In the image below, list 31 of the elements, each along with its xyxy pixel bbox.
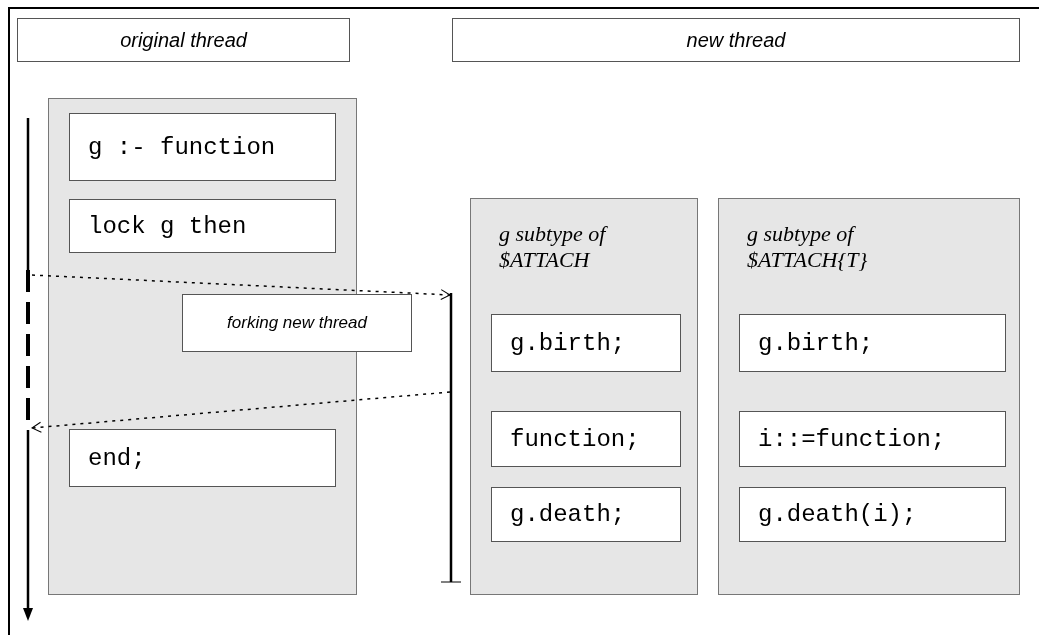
code-text: g.death(i); <box>758 501 917 528</box>
code-box <box>69 199 336 253</box>
code-box <box>69 429 336 487</box>
dotted-arrow <box>31 391 451 433</box>
code-text: end; <box>88 444 146 472</box>
code-box <box>491 487 681 542</box>
header-text: original thread <box>120 28 247 52</box>
panel-heading: g subtype of $ATTACH{T} <box>747 221 869 273</box>
code-box <box>491 411 681 467</box>
code-text: g.birth; <box>758 329 874 357</box>
code-text: function; <box>510 425 640 453</box>
thread-header <box>452 18 1020 62</box>
code-box <box>739 487 1006 542</box>
code-text: g :- function <box>88 133 276 161</box>
code-box <box>491 314 681 372</box>
panel-heading: g subtype of $ATTACH <box>499 221 609 273</box>
code-text: g.birth; <box>510 329 626 357</box>
thread-header <box>17 18 350 62</box>
header-text: new thread <box>686 28 786 52</box>
code-box <box>739 314 1006 372</box>
dotted-arrow <box>31 274 451 301</box>
note-text: forking new thread <box>227 313 367 333</box>
code-text: g.death; <box>510 501 626 528</box>
code-box <box>69 113 336 181</box>
code-box <box>739 411 1006 467</box>
code-text: lock g then <box>88 212 247 240</box>
thread-panel <box>470 198 698 595</box>
note-box <box>182 294 412 352</box>
thread-panel <box>718 198 1020 595</box>
code-text: i::=function; <box>758 425 946 453</box>
lifeline <box>441 293 461 583</box>
